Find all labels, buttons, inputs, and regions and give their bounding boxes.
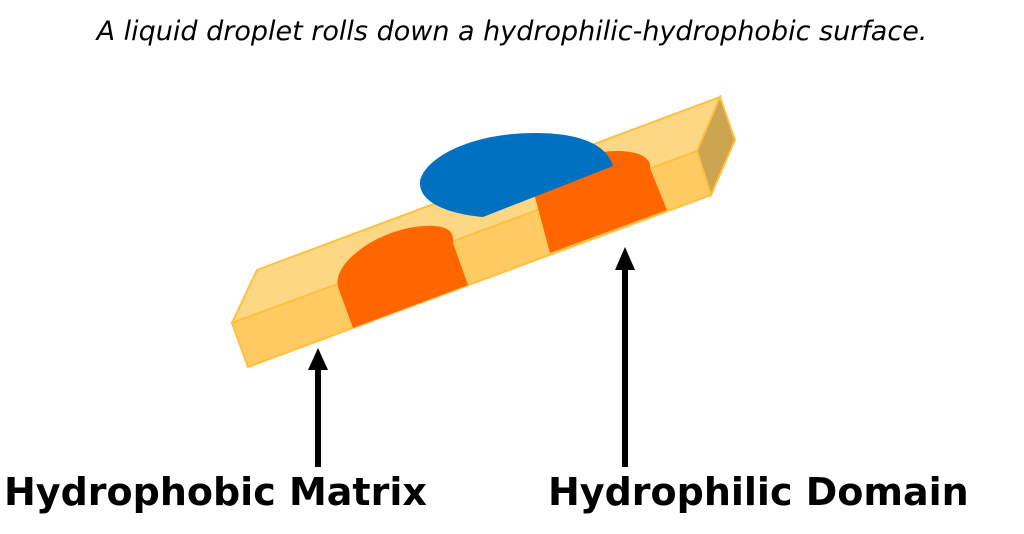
arrow-domain [615, 247, 635, 467]
hydrophilic-domain-left [337, 225, 468, 328]
arrow-matrix [308, 348, 328, 467]
diagram-title: A liquid droplet rolls down a hydrophili… [96, 16, 928, 47]
label-hydrophilic-domain: Hydrophilic Domain [548, 470, 969, 514]
label-hydrophobic-matrix: Hydrophobic Matrix [4, 470, 427, 514]
matrix-end-face [695, 94, 737, 198]
liquid-droplet [419, 133, 613, 217]
